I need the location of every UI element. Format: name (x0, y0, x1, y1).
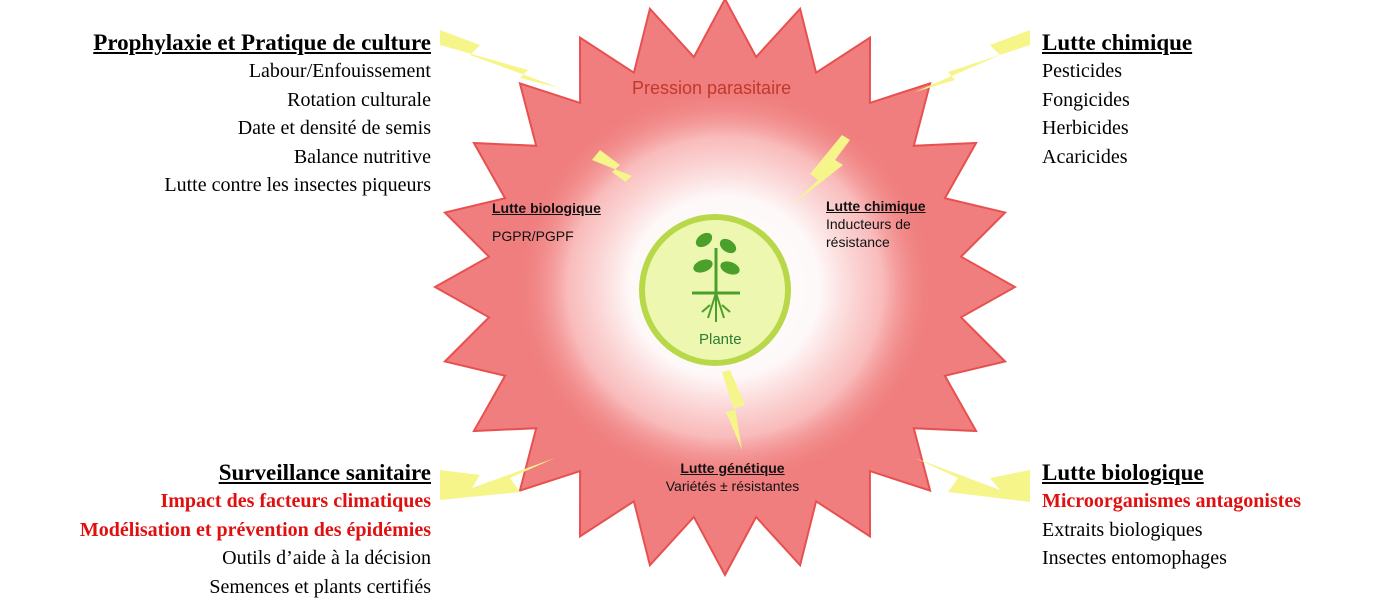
inner-bio-line: PGPR/PGPF (492, 227, 601, 245)
inner-chem-line-1: Inducteurs de (826, 215, 926, 233)
list-item: Rotation culturale (93, 86, 431, 115)
block-bottom-right: Lutte biologique Microorganismes antagon… (1042, 459, 1301, 573)
pressure-label-text: Pression parasitaire (632, 78, 791, 98)
pressure-label: Pression parasitaire (632, 78, 791, 99)
block-top-left-title: Prophylaxie et Pratique de culture (93, 29, 431, 57)
bolt-top-right (915, 30, 1030, 92)
list-item: Outils d’aide à la décision (80, 544, 431, 573)
plant-label: Plante (699, 331, 742, 348)
inner-box-bio: Lutte biologique PGPR/PGPF (492, 200, 601, 245)
list-item: Extraits biologiques (1042, 516, 1301, 545)
inner-bio-title: Lutte biologique (492, 200, 601, 217)
list-item: Fongicides (1042, 86, 1192, 115)
list-item: Pesticides (1042, 57, 1192, 86)
block-top-right-title: Lutte chimique (1042, 29, 1192, 57)
inner-chem-line-2: résistance (826, 233, 926, 251)
bolt-bottom-right (915, 458, 1030, 502)
list-item: Insectes entomophages (1042, 544, 1301, 573)
block-bottom-left-title: Surveillance sanitaire (80, 459, 431, 487)
list-item-highlighted: Modélisation et prévention des épidémies (80, 516, 431, 545)
list-item-highlighted: Impact des facteurs climatiques (80, 487, 431, 516)
bolt-top-left (440, 30, 560, 88)
list-item: Herbicides (1042, 114, 1192, 143)
list-item-highlighted: Microorganismes antagonistes (1042, 487, 1301, 516)
list-item: Balance nutritive (93, 143, 431, 172)
list-item: Labour/Enfouissement (93, 57, 431, 86)
block-bottom-right-title: Lutte biologique (1042, 459, 1301, 487)
inner-gen-line: Variétés ± résistantes (645, 477, 820, 495)
block-bottom-left: Surveillance sanitaire Impact des facteu… (80, 459, 431, 601)
inner-gen-title: Lutte génétique (645, 460, 820, 477)
list-item: Date et densité de semis (93, 114, 431, 143)
inner-box-chem: Lutte chimique Inducteurs de résistance (826, 198, 926, 251)
list-item: Semences et plants certifiés (80, 573, 431, 602)
list-item: Lutte contre les insectes piqueurs (93, 171, 431, 200)
list-item: Acaricides (1042, 143, 1192, 172)
block-top-right: Lutte chimique Pesticides Fongicides Her… (1042, 29, 1192, 171)
plant-label-text: Plante (699, 331, 742, 348)
block-top-left: Prophylaxie et Pratique de culture Labou… (93, 29, 431, 200)
inner-box-gen: Lutte génétique Variétés ± résistantes (645, 460, 820, 495)
inner-chem-title: Lutte chimique (826, 198, 926, 215)
